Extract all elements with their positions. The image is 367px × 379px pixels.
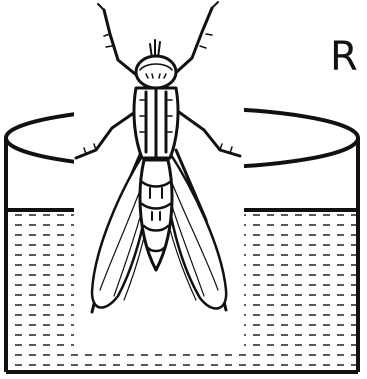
fly-head: [136, 56, 176, 88]
corner-label: R: [330, 34, 358, 80]
